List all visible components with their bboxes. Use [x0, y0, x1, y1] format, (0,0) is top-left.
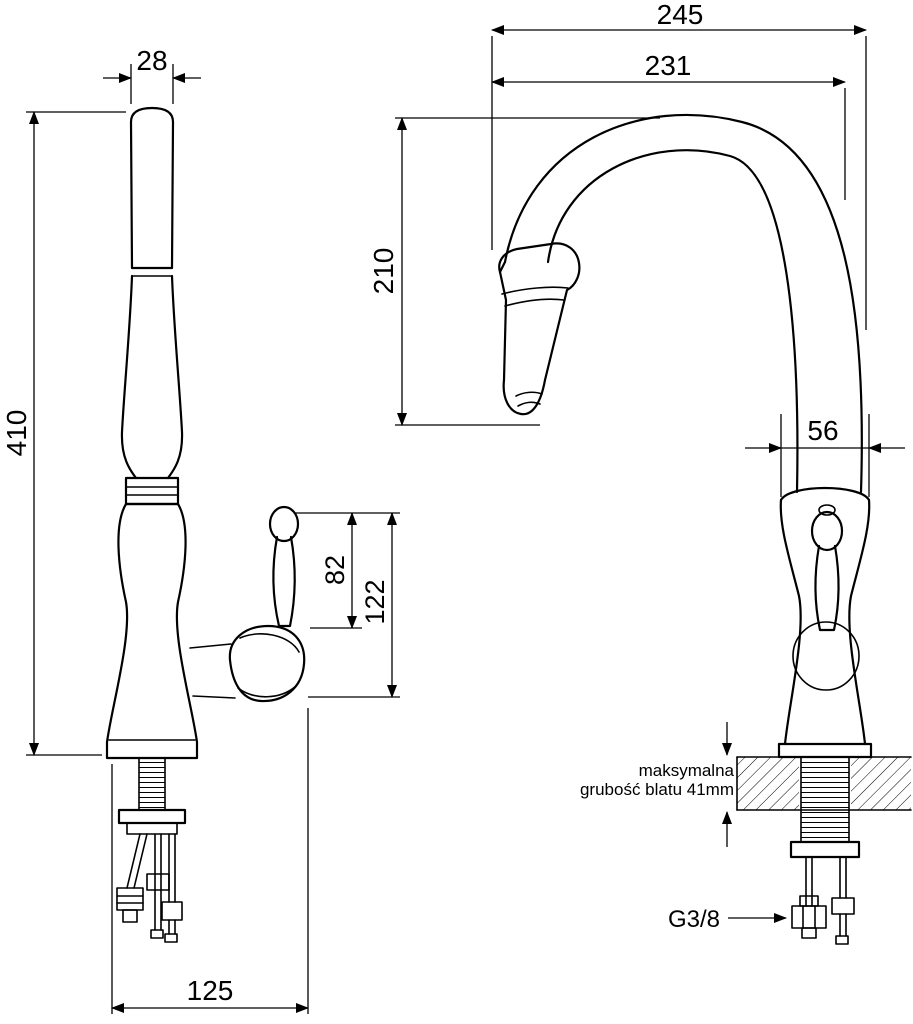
left-mounting-hardware — [116, 757, 187, 943]
right-view-dimensions: 245 231 210 56 maksymalna — [368, 0, 905, 933]
thread-size-annotation: G3/8 — [668, 906, 787, 933]
dim-28-label: 28 — [136, 45, 167, 76]
right-mounting-hardware — [789, 756, 861, 945]
dim-231-label: 231 — [645, 50, 692, 81]
dim-lever-height: 82 — [294, 512, 400, 629]
left-lever — [189, 505, 306, 703]
countertop-section — [736, 756, 912, 811]
right-view-faucet — [498, 113, 912, 945]
counter-note-line2: grubość blatu 41mm — [580, 780, 734, 799]
right-lever — [810, 504, 844, 632]
counter-thickness-annotation: maksymalna grubość blatu 41mm — [580, 722, 735, 847]
dim-410-label: 410 — [1, 410, 32, 457]
dim-122-label: 122 — [360, 579, 390, 624]
dim-125-label: 125 — [187, 975, 234, 1006]
left-spout — [120, 106, 184, 506]
dim-total-width: 245 — [491, 0, 867, 330]
dim-body-width: 56 — [745, 414, 905, 497]
dim-spout-height: 210 — [368, 117, 660, 426]
dim-56-label: 56 — [807, 415, 838, 446]
dim-total-height: 410 — [1, 111, 126, 756]
dim-210-label: 210 — [368, 248, 399, 295]
left-body — [105, 502, 199, 760]
dim-245-label: 245 — [657, 0, 704, 30]
thread-size-label: G3/8 — [668, 906, 720, 933]
right-body — [777, 486, 873, 759]
right-gooseneck-spout — [498, 113, 863, 494]
left-view-faucet — [105, 106, 306, 943]
dim-lever-span: 122 — [308, 512, 400, 698]
left-view-dimensions: 28 410 82 122 125 — [1, 45, 400, 1014]
dim-82-label: 82 — [320, 555, 350, 585]
dim-spout-diameter: 28 — [103, 45, 201, 104]
dim-base-depth: 125 — [111, 708, 309, 1014]
dim-spout-reach: 231 — [491, 50, 846, 200]
right-spray-head — [498, 242, 581, 416]
counter-note-line1: maksymalna — [639, 761, 735, 780]
